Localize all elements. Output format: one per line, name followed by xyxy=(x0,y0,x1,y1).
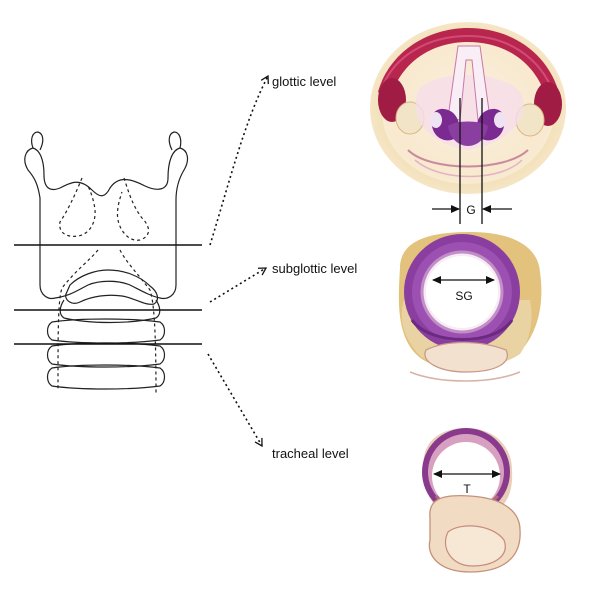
arytenoid-left-dashed xyxy=(59,177,96,237)
tracheal-ring-1 xyxy=(46,318,166,344)
subglottic-measure-label: SG xyxy=(455,289,472,303)
glottic-level-label: glottic level xyxy=(272,74,336,89)
thyroid-lower-border xyxy=(54,280,161,299)
larynx-drawing xyxy=(24,131,189,396)
tracheal-ring-2 xyxy=(46,342,166,368)
arytenoid-right-dashed xyxy=(116,177,150,241)
subglottic-section-image xyxy=(398,232,542,382)
cricoid-cartilage xyxy=(65,269,159,305)
glottic-section-image xyxy=(370,22,566,194)
thyroid-horn-left xyxy=(31,131,44,151)
subglottic-level-label: subglottic level xyxy=(272,261,357,276)
subglottic-arrow xyxy=(209,267,268,303)
tracheal-level-label: tracheal level xyxy=(272,446,349,461)
tracheal-ring-3 xyxy=(46,364,166,390)
tracheal-measure-label: T xyxy=(463,482,471,496)
glottic-arrow xyxy=(209,74,269,246)
tracheal-section-image xyxy=(422,428,521,573)
tracheal-arrow xyxy=(207,353,263,448)
thyroid-horn-right xyxy=(168,131,182,151)
airway-wall-left xyxy=(57,249,99,391)
glottic-measure-label: G xyxy=(466,203,475,217)
thyroid-cartilage-outline xyxy=(24,147,189,300)
